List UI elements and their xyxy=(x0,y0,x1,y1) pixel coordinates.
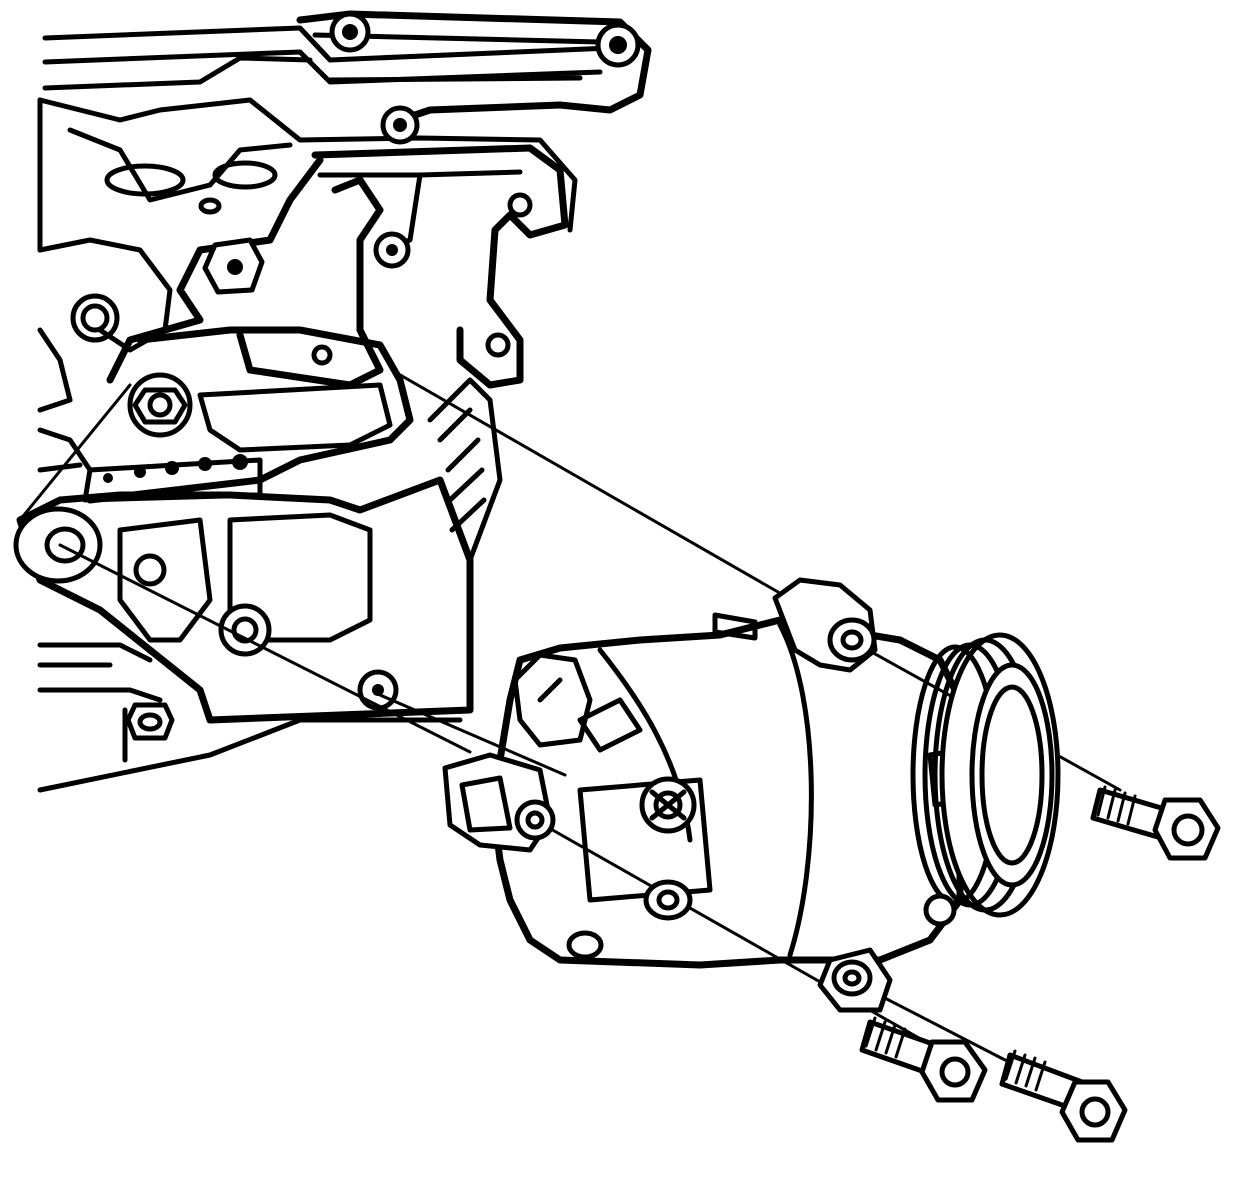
mounting-bolt-lower-front xyxy=(859,1016,988,1103)
mounting-bolt-upper xyxy=(1090,785,1221,861)
upper-bracket-arm xyxy=(296,10,652,145)
mounting-bolt-lower-rear xyxy=(999,1049,1128,1143)
engine-block xyxy=(37,25,613,793)
ac-compressor xyxy=(442,577,968,1013)
compressor-clutch-pulley xyxy=(910,632,1061,927)
compressor-mounting-bracket xyxy=(13,144,569,724)
